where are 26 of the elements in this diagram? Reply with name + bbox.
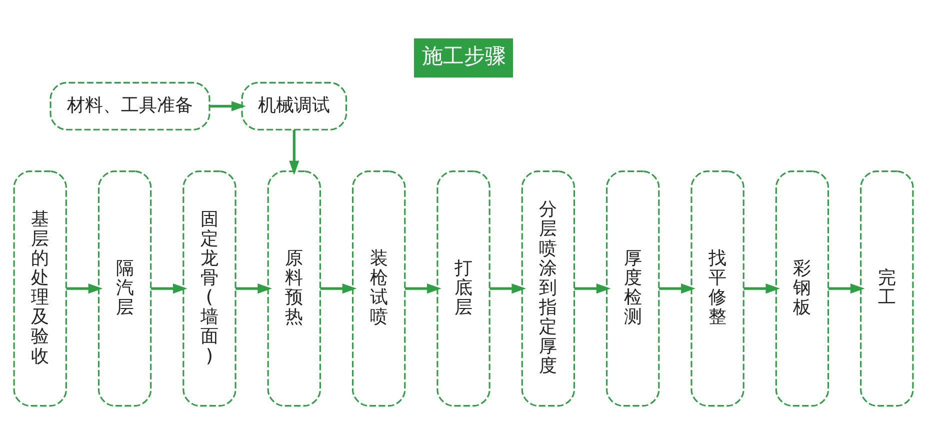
node-box: 打底层	[436, 170, 490, 407]
arrow	[658, 284, 696, 294]
arrow	[150, 284, 188, 294]
node-box: 基层的处理及验收	[13, 170, 67, 407]
node-box: 材料、工具准备	[50, 82, 210, 130]
arrow	[289, 130, 300, 176]
arrow	[828, 284, 865, 294]
node-box: 彩钢板	[775, 170, 830, 407]
diagram-title: 施工步骤	[422, 44, 506, 68]
arrow	[66, 284, 103, 294]
node-box: 找平修整	[690, 170, 744, 407]
node-box: 隔汽层	[98, 170, 152, 407]
arrow	[744, 284, 780, 294]
node-box: 固定龙骨(墙面)	[182, 170, 236, 407]
node-box: 装枪试喷	[352, 170, 406, 407]
arrow	[574, 284, 611, 294]
node-box: 分层喷涂到指定厚度	[521, 170, 576, 407]
arrow	[404, 284, 442, 294]
node-box: 厚度检测	[606, 170, 660, 407]
arrow	[210, 101, 246, 112]
node-box: 原料预热	[267, 170, 321, 407]
arrow	[490, 284, 526, 294]
node-box: 机械调试	[241, 82, 348, 130]
arrow	[236, 284, 272, 294]
arrow	[320, 284, 357, 294]
node-box: 完工	[860, 170, 914, 407]
